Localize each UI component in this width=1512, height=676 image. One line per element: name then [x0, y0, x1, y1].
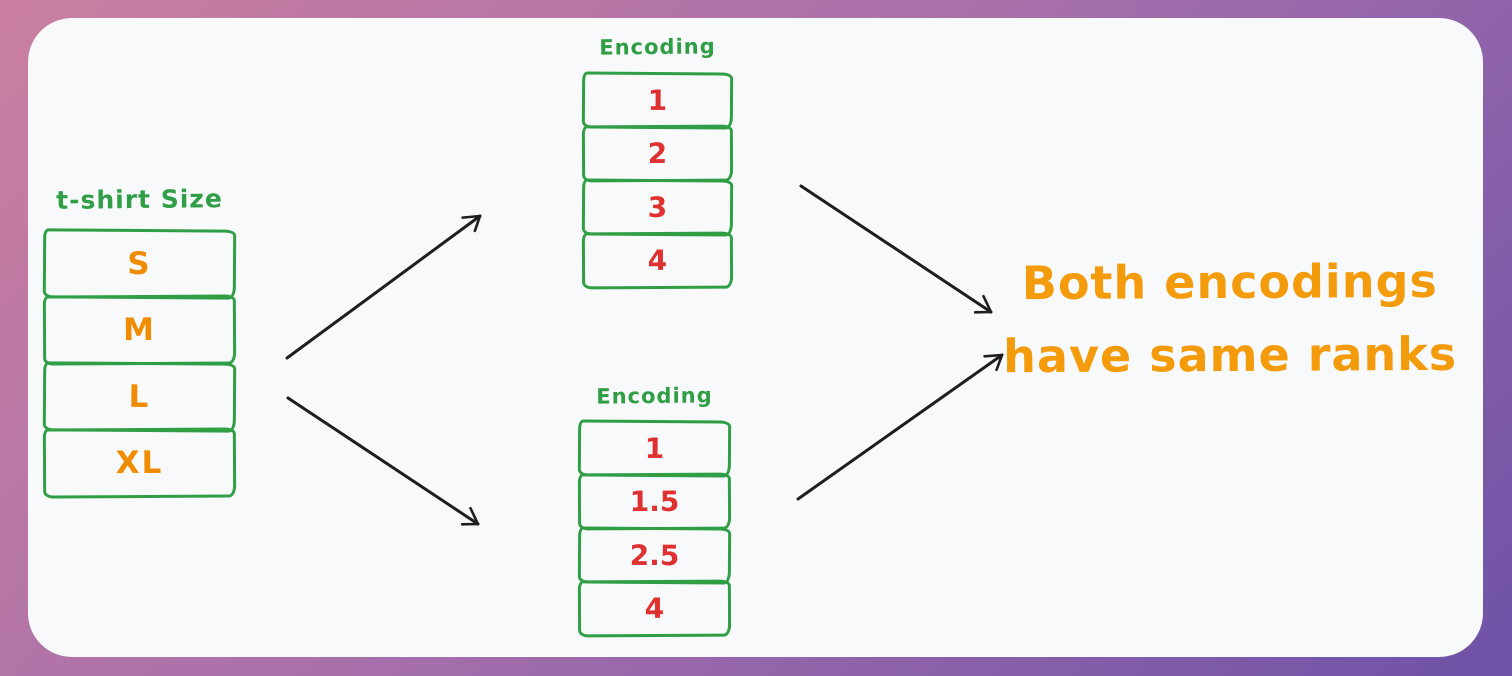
conclusion-text: Both encodings have same ranks — [995, 245, 1466, 393]
encoding-top-cell-4: 4 — [581, 231, 734, 290]
encoding-top-title: Encoding — [599, 34, 716, 60]
encoding-top-cell-2: 2 — [581, 124, 734, 183]
encoding-top-cell-1: 1 — [581, 70, 734, 130]
encoding-stack-fractional: Encoding 1 1.5 2.5 4 — [577, 383, 732, 638]
tshirt-cell-s: S — [42, 227, 237, 300]
conclusion-line-2: have same ranks — [1003, 326, 1458, 384]
encoding-bottom-title: Encoding — [596, 383, 713, 409]
tshirt-size-title: t-shirt Size — [56, 184, 223, 215]
whiteboard-canvas: t-shirt Size S M L XL Encoding 1 2 3 4 E… — [28, 18, 1483, 657]
tshirt-size-stack: t-shirt Size S M L XL — [42, 184, 237, 499]
encoding-bottom-cell-3: 2.5 — [577, 525, 732, 585]
tshirt-cell-m: M — [42, 294, 237, 366]
tshirt-cell-xl: XL — [42, 427, 237, 499]
encoding-bottom-cell-4: 4 — [577, 579, 732, 638]
encoding-bottom-cell-2: 1.5 — [577, 472, 732, 531]
encoding-top-cell-3: 3 — [581, 177, 734, 237]
encoding-bottom-cell-1: 1 — [577, 418, 732, 478]
encoding-stack-label: Encoding 1 2 3 4 — [581, 34, 734, 290]
tshirt-cell-l: L — [42, 360, 237, 433]
conclusion-line-1: Both encodings — [1021, 253, 1438, 311]
